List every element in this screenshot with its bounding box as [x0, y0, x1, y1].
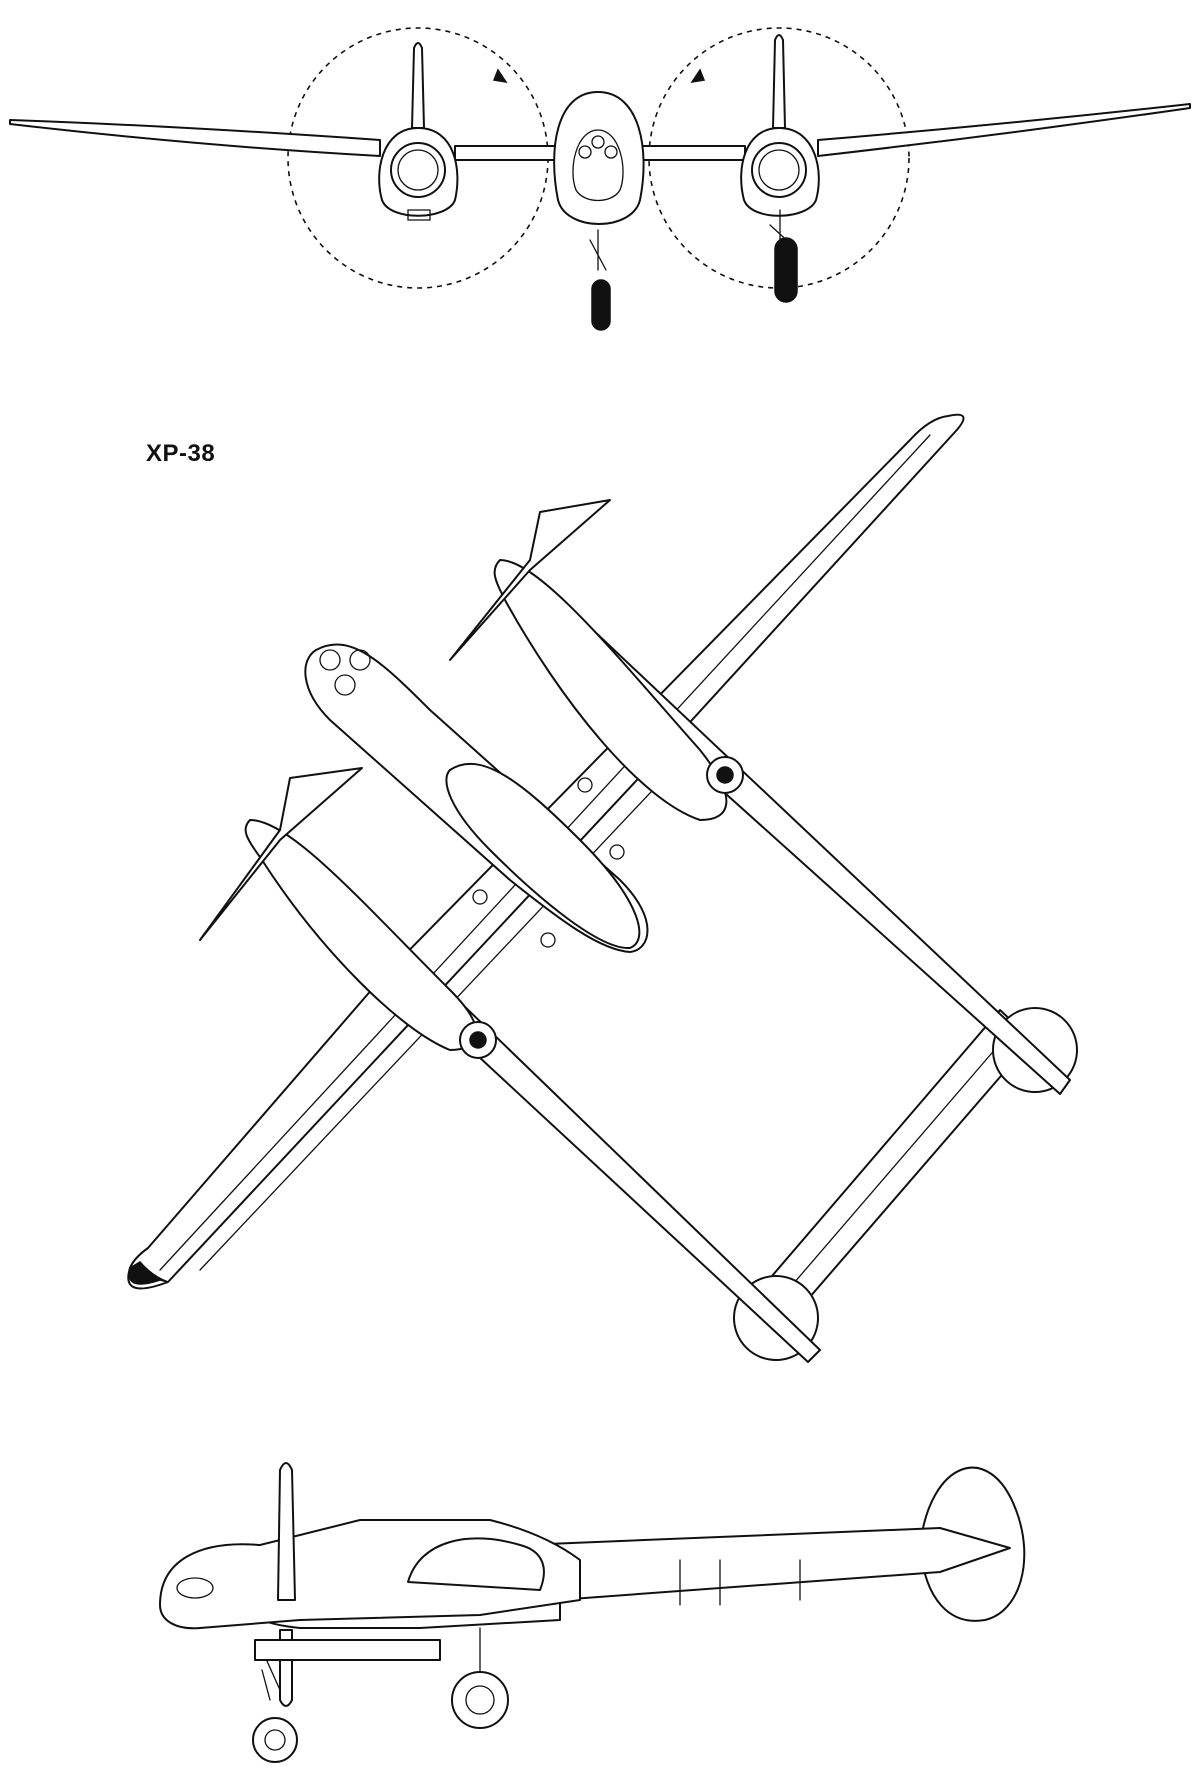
right-nacelle-top: [493, 559, 728, 821]
nose-wheel-side: [252, 1717, 298, 1763]
left-rotation-arrow: [492, 68, 508, 84]
left-propeller: [199, 767, 363, 941]
right-propeller-blade: [772, 34, 786, 129]
right-propeller: [449, 499, 611, 661]
side-cockpit-canopy: [407, 1537, 545, 1591]
right-rotation-arrow: [690, 68, 706, 84]
front-view: [9, 27, 1191, 331]
gear-bay-frame: [254, 1639, 441, 1661]
main-wheel-side: [451, 1671, 509, 1729]
left-propeller-blade: [411, 42, 425, 129]
left-outer-wing: [9, 119, 381, 157]
right-main-wheel: [774, 237, 798, 303]
aircraft-designation-label: XP-38: [146, 440, 216, 467]
nose-wheel: [591, 279, 611, 331]
top-view: [127, 413, 1078, 1363]
central-fuselage-pod: [553, 91, 645, 225]
side-propeller-blade: [277, 1462, 296, 1601]
cockpit-canopy: [445, 762, 641, 950]
side-view: [159, 1462, 1026, 1763]
right-spinner-ring: [751, 142, 807, 198]
right-outer-wing: [817, 103, 1191, 157]
left-spinner-ring: [390, 142, 446, 198]
